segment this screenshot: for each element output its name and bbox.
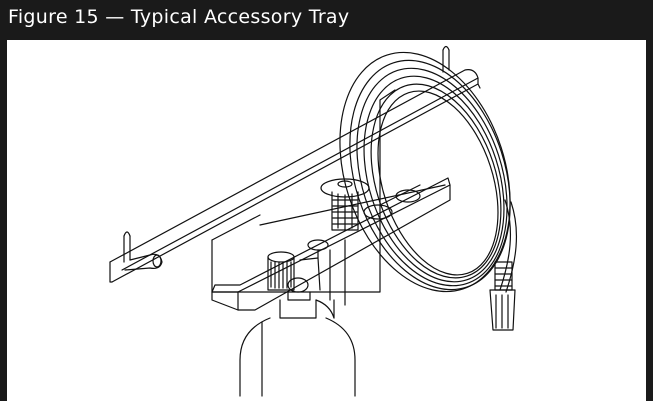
gas-cylinder <box>239 249 356 397</box>
left-border <box>0 40 7 401</box>
right-border <box>646 40 653 401</box>
figure-header: Figure 15 — Typical Accessory Tray <box>0 0 653 40</box>
figure-title: Figure 15 — Typical Accessory Tray <box>8 6 350 28</box>
accessory-bar <box>109 69 481 283</box>
regulator-knob <box>320 178 370 231</box>
left-hook <box>123 231 163 271</box>
tray-bracket <box>211 89 421 293</box>
hose-fitting <box>489 261 516 331</box>
accessory-tray-drawing <box>109 45 518 397</box>
support-post <box>329 239 346 306</box>
accessory-tray <box>211 177 451 311</box>
right-hook <box>442 45 450 73</box>
